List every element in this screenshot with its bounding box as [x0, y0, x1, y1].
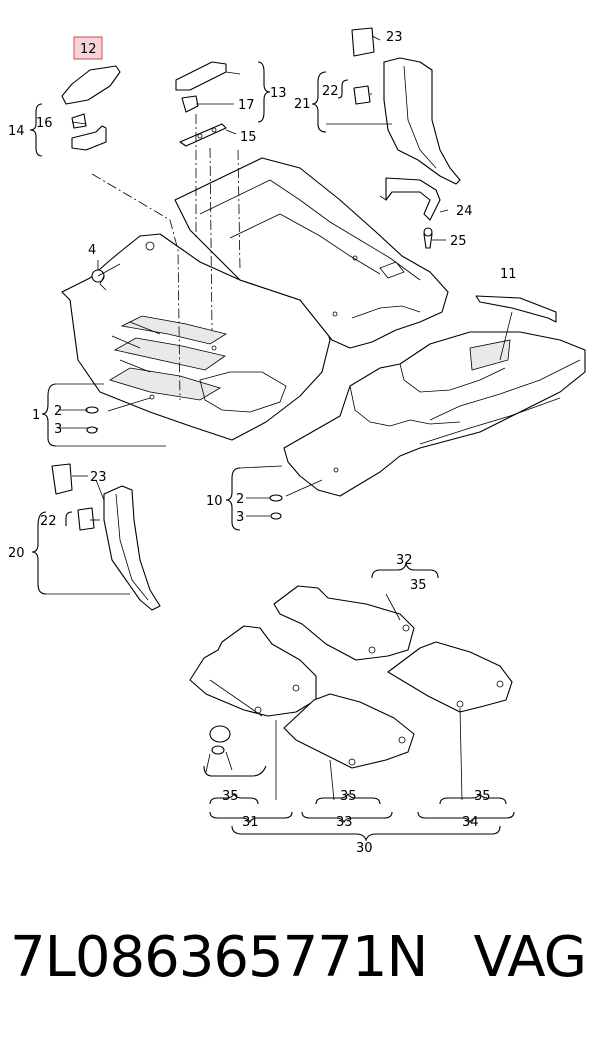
label-2b: 2	[236, 492, 244, 507]
label-21: 21	[294, 97, 311, 112]
callouts: 12 13 14 15 16 17 21 22 23 24 25 4 11 1 …	[8, 30, 517, 856]
label-1: 1	[32, 408, 40, 423]
label-2a: 2	[54, 404, 62, 419]
floor-mat-33	[283, 693, 415, 769]
label-3b: 3	[236, 510, 244, 525]
clip-14	[71, 113, 107, 151]
clip-17	[181, 95, 199, 113]
screw-25	[423, 227, 433, 249]
fasteners	[85, 406, 283, 520]
label-15: 15	[240, 130, 257, 145]
label-33: 33	[336, 815, 353, 830]
label-35a: 35	[410, 578, 427, 593]
label-30: 30	[356, 841, 373, 856]
strip-15	[179, 123, 227, 147]
bracket-24	[379, 177, 441, 221]
floor-carpet-rear	[283, 331, 586, 497]
grommet-4	[91, 260, 105, 283]
label-12: 12	[80, 42, 97, 57]
label-35c: 35	[340, 789, 357, 804]
floor-mat-31	[189, 625, 317, 717]
brand-label: VAG	[473, 925, 587, 990]
pillar-trim-21	[351, 27, 461, 185]
label-16: 16	[36, 116, 53, 131]
label-10: 10	[206, 494, 223, 509]
floor-mat-32	[273, 585, 415, 661]
label-32: 32	[396, 553, 413, 568]
footer: 7L086365771N VAG	[0, 930, 600, 1010]
insulation-pad-12	[61, 65, 121, 105]
label-24: 24	[456, 204, 473, 219]
label-22a: 22	[322, 84, 339, 99]
label-25: 25	[450, 234, 467, 249]
label-14: 14	[8, 124, 25, 139]
cover-13	[175, 61, 227, 91]
label-23a: 23	[386, 30, 403, 45]
label-34: 34	[462, 815, 479, 830]
floor-mat-34	[387, 641, 513, 713]
label-35b: 35	[222, 789, 239, 804]
group-brackets	[29, 61, 515, 842]
label-13: 13	[270, 86, 287, 101]
label-11: 11	[500, 267, 517, 282]
sill-strip	[475, 295, 557, 323]
label-3a: 3	[54, 422, 62, 437]
label-23b: 23	[90, 470, 107, 485]
label-35d: 35	[474, 789, 491, 804]
label-20: 20	[8, 546, 25, 561]
label-31: 31	[242, 815, 259, 830]
floor-carpet-front	[61, 157, 449, 441]
label-17: 17	[238, 98, 255, 113]
part-number: 7L086365771N	[10, 925, 428, 990]
leader-lines	[58, 35, 513, 801]
label-22b: 22	[40, 514, 57, 529]
mat-fasteners-35	[205, 725, 233, 773]
highlight-box	[73, 36, 103, 60]
pillar-trim-20	[51, 463, 161, 611]
parts-diagram: 12 13 14 15 16 17 21 22 23 24 25 4 11 1 …	[8, 27, 586, 856]
label-4: 4	[88, 243, 96, 258]
